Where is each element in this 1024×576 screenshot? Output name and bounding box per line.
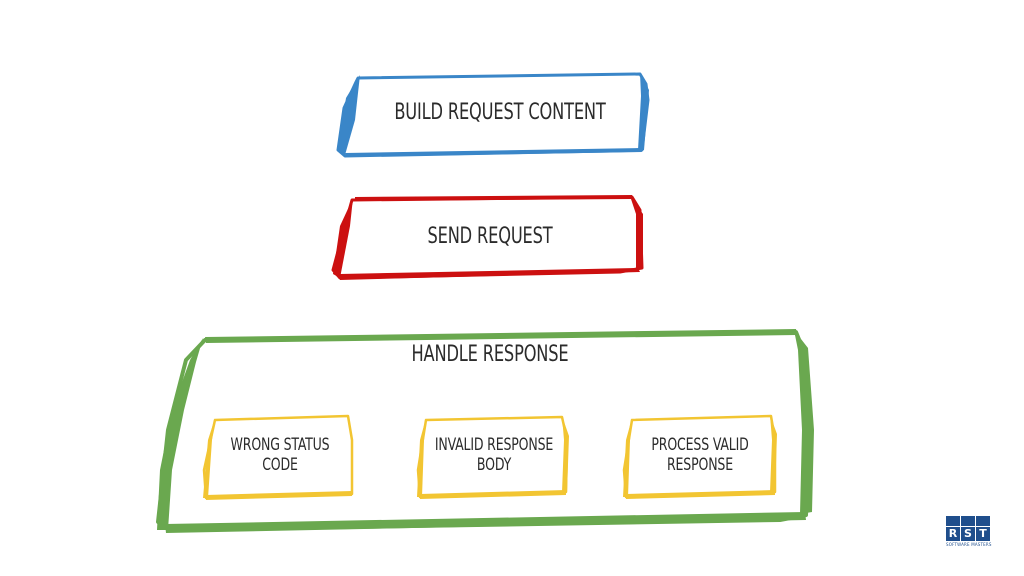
company-logo: R S T SOFTWARE MASTERS xyxy=(946,516,992,550)
send-request-label: SEND REQUEST xyxy=(427,224,553,249)
outcome-box-3 xyxy=(622,414,777,499)
outcome-label-process-valid: PROCESS VALID RESPONSE xyxy=(651,435,749,475)
logo-letter-r: R xyxy=(946,527,960,541)
outcome-label-invalid-body: INVALID RESPONSE BODY xyxy=(434,435,554,475)
handle-response-label: HANDLE RESPONSE xyxy=(411,342,569,367)
logo-letter-s: S xyxy=(961,527,975,541)
send-request-box xyxy=(331,195,644,280)
build-request-box xyxy=(336,72,650,158)
build-request-label: BUILD REQUEST CONTENT xyxy=(394,100,606,125)
logo-letter-t: T xyxy=(976,527,990,541)
outcome-box-2 xyxy=(416,415,569,499)
outcome-box-1 xyxy=(202,414,354,500)
outcome-label-wrong-status: WRONG STATUS CODE xyxy=(230,435,330,475)
logo-tagline: SOFTWARE MASTERS xyxy=(946,542,992,547)
handle-response-box xyxy=(156,329,814,533)
